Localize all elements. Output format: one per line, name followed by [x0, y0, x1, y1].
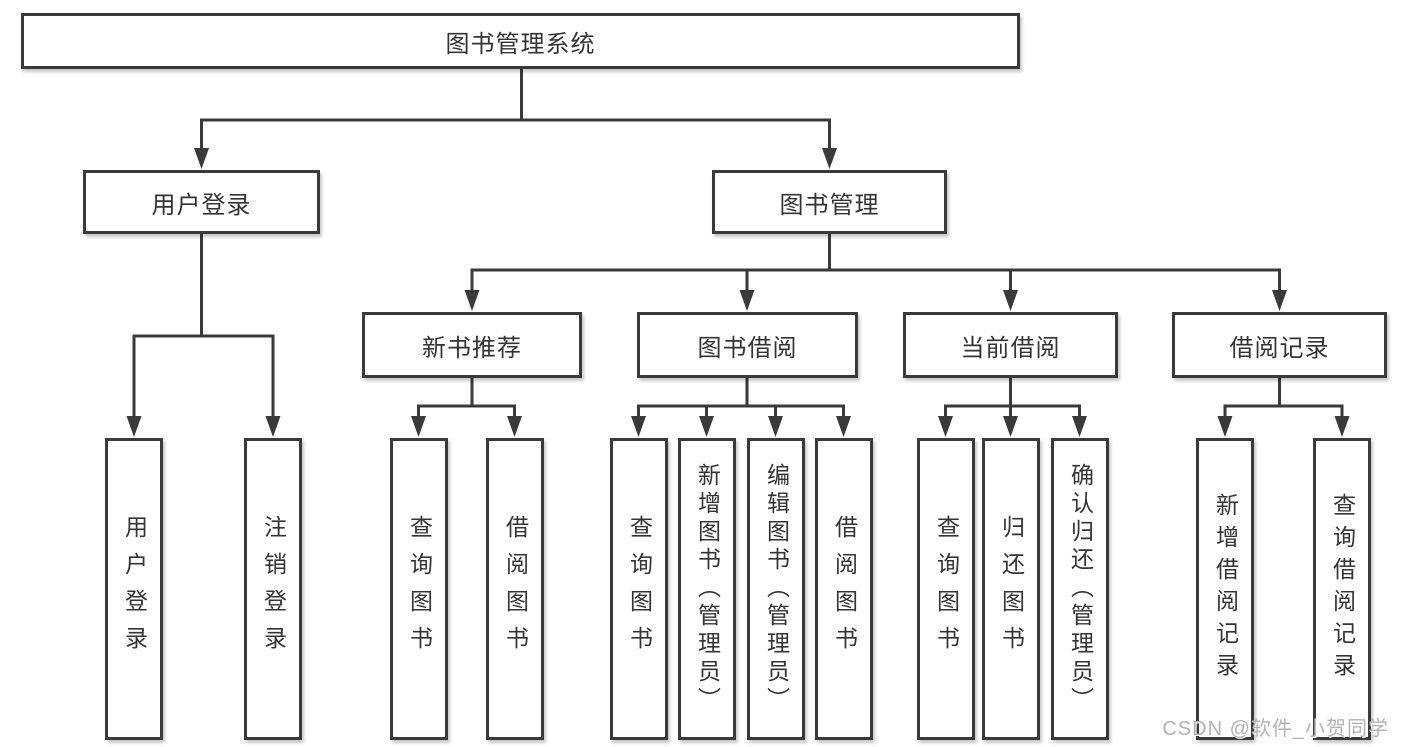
node-current-borrow-label: 当前借阅 — [960, 334, 1061, 362]
node-new-book-recommend: 新书推荐 — [362, 312, 582, 378]
node-user-login: 用户登录 — [83, 170, 320, 234]
node-borrow-records: 借阅记录 — [1172, 312, 1387, 378]
leaf-add-books-admin-label: 新增图书（管理员） — [694, 463, 721, 715]
node-book-management: 图书管理 — [712, 170, 947, 234]
leaf-edit-books-admin-label: 编辑图书（管理员） — [763, 463, 790, 715]
leaf-user-login: 用户登录 — [105, 438, 163, 740]
leaf-logout: 注销登录 — [244, 438, 302, 740]
leaf-add-books-admin: 新增图书（管理员） — [678, 438, 736, 740]
leaf-user-login-label: 用户登录 — [121, 515, 148, 663]
leaf-recommend-borrow-books: 借阅图书 — [486, 438, 544, 740]
leaf-add-borrow-record: 新增借阅记录 — [1196, 438, 1254, 740]
leaf-query-borrow-record-label: 查询借阅记录 — [1329, 493, 1356, 685]
leaf-recommend-query-books-label: 查询图书 — [406, 515, 433, 663]
leaf-edit-books-admin: 编辑图书（管理员） — [747, 438, 805, 740]
watermark: CSDN @软件_小贺同学 — [1162, 718, 1389, 740]
node-book-borrow-label: 图书借阅 — [697, 334, 798, 362]
node-new-book-recommend-label: 新书推荐 — [422, 334, 522, 362]
leaf-current-query-books: 查询图书 — [917, 438, 975, 740]
leaf-confirm-return-admin-label: 确认归还（管理员） — [1067, 463, 1094, 715]
leaf-borrow-query-books-label: 查询图书 — [626, 515, 653, 663]
leaf-borrow-borrow-books-label: 借阅图书 — [831, 515, 858, 663]
node-root: 图书管理系统 — [21, 13, 1020, 69]
node-book-borrow: 图书借阅 — [637, 312, 858, 378]
node-borrow-records-label: 借阅记录 — [1229, 334, 1330, 362]
leaf-return-books-label: 归还图书 — [998, 515, 1025, 663]
leaf-confirm-return-admin: 确认归还（管理员） — [1051, 438, 1109, 740]
leaf-current-query-books-label: 查询图书 — [933, 515, 960, 663]
leaf-recommend-query-books: 查询图书 — [390, 438, 448, 740]
leaf-borrow-borrow-books: 借阅图书 — [815, 438, 873, 740]
leaf-borrow-query-books: 查询图书 — [610, 438, 668, 740]
node-user-login-label: 用户登录 — [151, 191, 252, 219]
leaf-return-books: 归还图书 — [982, 438, 1040, 740]
node-book-management-label: 图书管理 — [779, 191, 880, 219]
leaf-add-borrow-record-label: 新增借阅记录 — [1212, 493, 1239, 685]
node-current-borrow: 当前借阅 — [903, 312, 1118, 378]
leaf-query-borrow-record: 查询借阅记录 — [1313, 438, 1371, 740]
leaf-recommend-borrow-books-label: 借阅图书 — [502, 515, 529, 663]
leaf-logout-label: 注销登录 — [260, 515, 287, 663]
node-root-label: 图书管理系统 — [445, 30, 596, 58]
